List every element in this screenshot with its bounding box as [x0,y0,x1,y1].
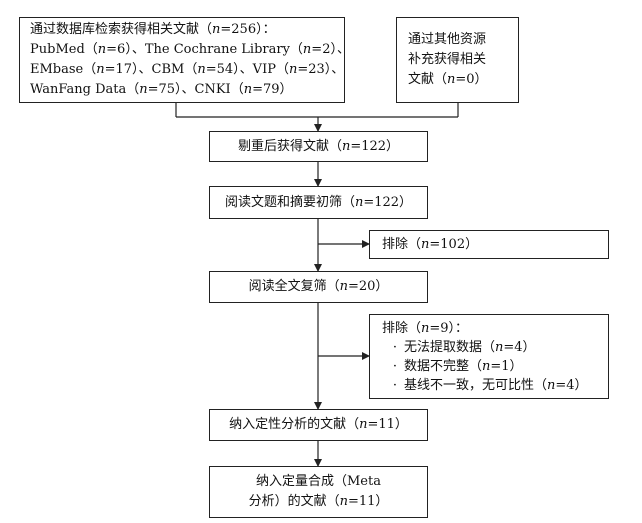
qualitative-label: 纳入定性分析的文献（n=11） [229,417,408,432]
exclude2-header: 排除（n=9）： [382,320,469,336]
other-sources-line: 补充获得相关 [408,52,487,67]
bullet-dot: · [392,339,398,355]
title-abstract-box: 阅读文题和摘要初筛（n=122） [209,186,428,219]
title-abstract-label: 阅读文题和摘要初筛（n=122） [224,194,413,210]
other-sources-box: 通过其他资源 补充获得相关 文献（n=0） [396,17,519,103]
quantitative-line: 纳入定量合成（Meta [256,474,381,489]
exclude1-label: 排除（n=102） [382,236,479,252]
qualitative-box: 纳入定性分析的文献（n=11） [209,409,428,441]
dedup-box: 剔重后获得文献（n=122） [209,131,428,162]
bullet-dot: · [392,358,398,374]
db-search-line: WanFang Data（n=75）、CNKI（n=79） [30,82,293,97]
db-search-line: 通过数据库检索获得相关文献（n=256）： [30,22,276,37]
db-search-line: PubMed（n=6）、The Cochrane Library（n=2）、 [30,42,350,57]
db-search-box: 通过数据库检索获得相关文献（n=256）： PubMed（n=6）、The Co… [19,17,350,103]
quantitative-box: 纳入定量合成（Meta 分析）的文献（n=11） [209,466,428,518]
other-sources-line: 文献（n=0） [408,72,488,87]
bullet-dot: · [392,377,398,393]
fulltext-label: 阅读全文复筛（n=20） [248,279,389,294]
exclude1-box: 排除（n=102） [369,230,609,259]
exclude2-item: ·无法提取数据（n=4） [382,338,608,357]
exclude2-box: 排除（n=9）： ·无法提取数据（n=4） ·数据不完整（n=1） ·基线不一致… [369,314,609,399]
exclude2-item: ·基线不一致，无可比性（n=4） [382,376,608,395]
other-sources-line: 通过其他资源 [408,32,487,47]
exclude2-item: ·数据不完整（n=1） [382,357,608,376]
quantitative-line: 分析）的文献（n=11） [248,494,389,509]
db-search-line: EMbase（n=17）、CBM（n=54）、VIP（n=23）、 [30,62,345,77]
dedup-label: 剔重后获得文献（n=122） [237,138,400,154]
fulltext-box: 阅读全文复筛（n=20） [209,271,428,303]
